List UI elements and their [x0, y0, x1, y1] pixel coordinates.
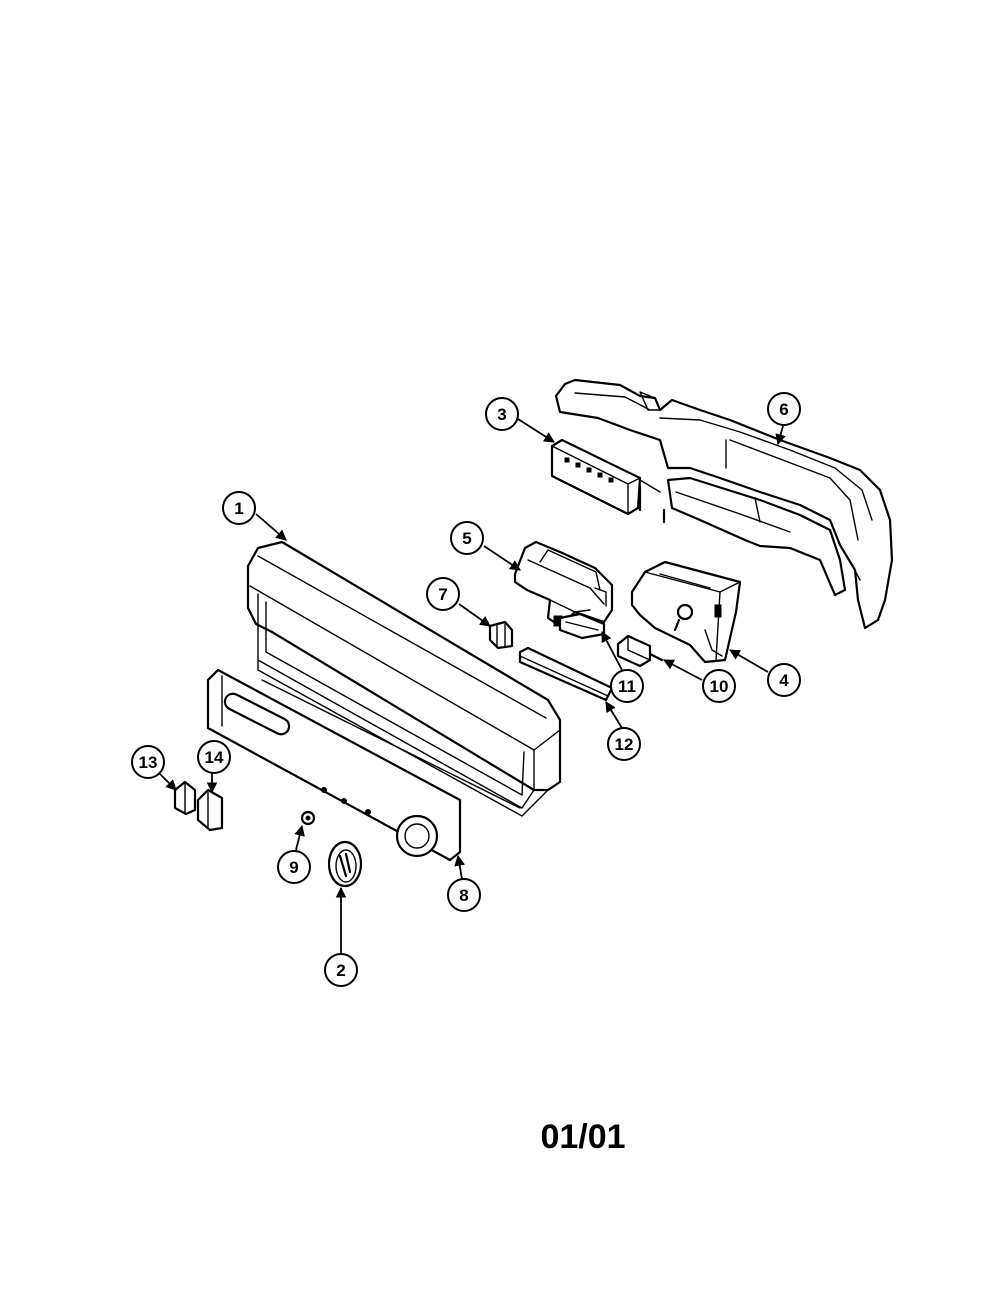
part-10-microswitch: [616, 634, 664, 668]
part-7-clip: [488, 620, 514, 650]
svg-text:10: 10: [710, 677, 729, 696]
part-5-switch-bracket: [513, 540, 614, 628]
part-12-strip: [518, 646, 614, 702]
callout-14: 14: [197, 740, 231, 774]
callout-11: 11: [610, 669, 644, 703]
part-1-control-panel: [246, 540, 562, 817]
svg-text:7: 7: [438, 585, 447, 604]
callout-3: 3: [485, 397, 519, 431]
callout-7: 7: [426, 577, 460, 611]
callout-10: 10: [702, 669, 736, 703]
part-3-terminal-block: [550, 438, 642, 516]
part-9-screw: [300, 810, 316, 826]
part-4-timer: [630, 560, 742, 664]
svg-text:4: 4: [779, 671, 789, 690]
callout-9: 9: [277, 850, 311, 884]
svg-text:8: 8: [459, 886, 468, 905]
svg-text:13: 13: [139, 753, 158, 772]
svg-text:3: 3: [497, 405, 506, 424]
callout-1: 1: [222, 491, 256, 525]
leader-lines: [159, 418, 786, 954]
part-8-overlay: [206, 668, 462, 862]
svg-text:11: 11: [618, 677, 636, 696]
callout-8: 8: [447, 878, 481, 912]
svg-text:9: 9: [289, 858, 298, 877]
callout-13: 13: [131, 745, 165, 779]
svg-text:12: 12: [615, 735, 634, 754]
part-13-button: [173, 780, 197, 816]
svg-text:14: 14: [205, 748, 224, 767]
svg-text:1: 1: [234, 499, 243, 518]
svg-text:6: 6: [779, 400, 788, 419]
part-2-knob: [327, 840, 363, 888]
callout-6: 6: [767, 392, 801, 426]
callout-12: 12: [607, 727, 641, 761]
svg-text:5: 5: [462, 529, 471, 548]
part-14-button: [196, 788, 224, 832]
callout-5: 5: [450, 521, 484, 555]
callout-4: 4: [767, 663, 801, 697]
page-code: 01/01: [540, 1118, 625, 1156]
callout-2: 2: [324, 953, 358, 987]
part-6-rear-housing: [554, 378, 894, 630]
svg-text:2: 2: [336, 961, 345, 980]
